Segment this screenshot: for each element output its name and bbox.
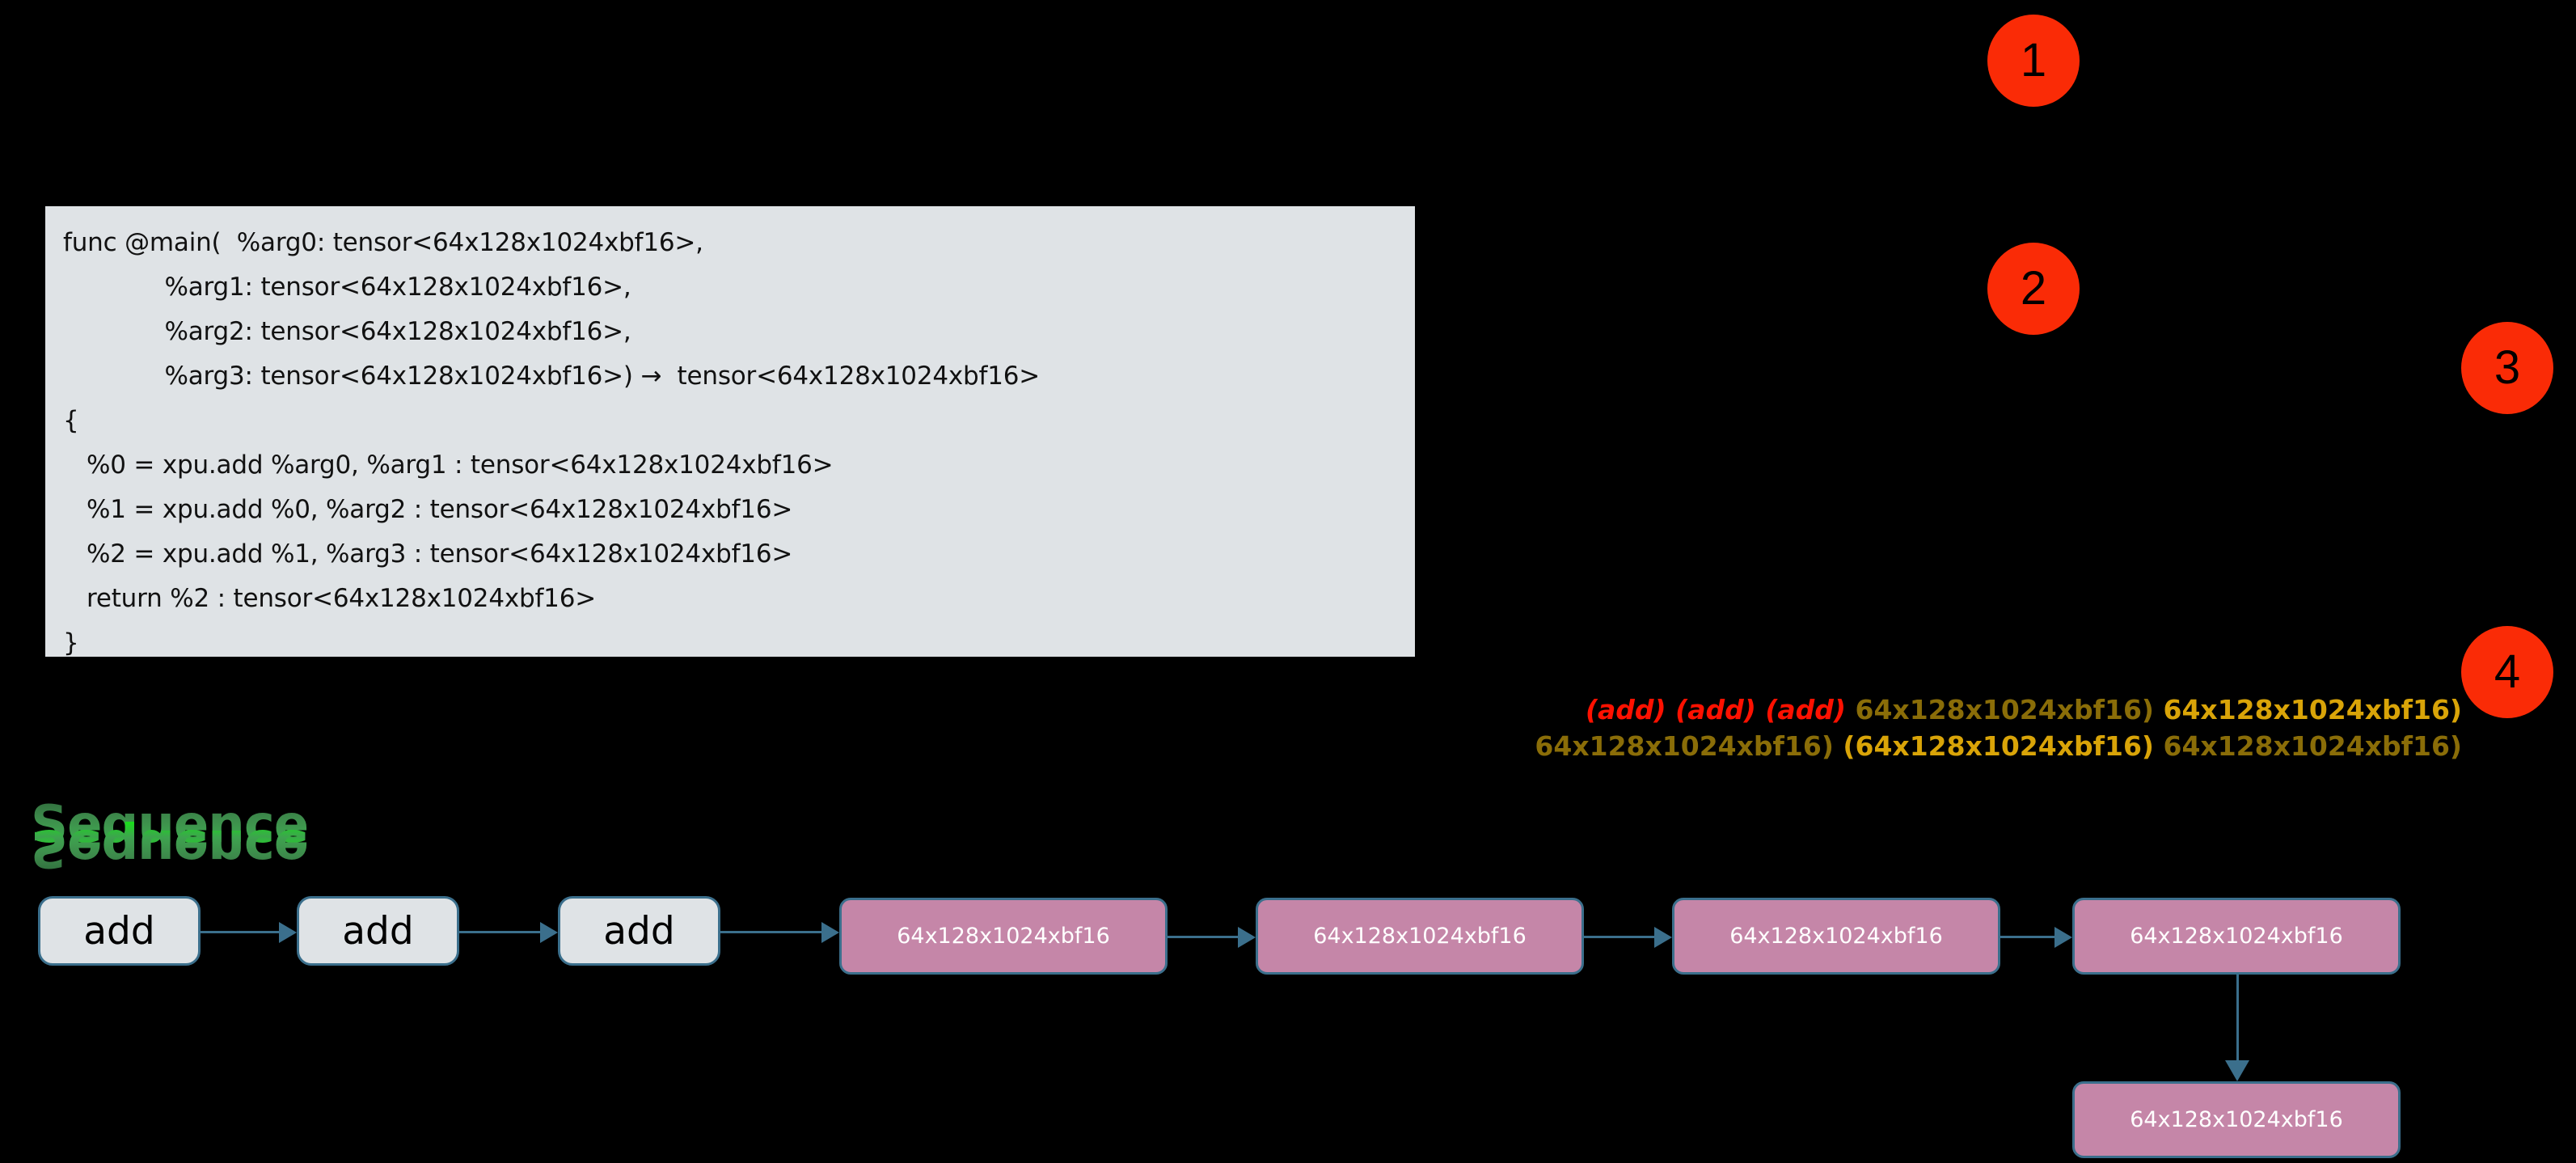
step-marker-4[interactable]: 4 (2461, 626, 2553, 718)
graph-node-tensor[interactable]: 64x128x1024xbf16 (839, 898, 1168, 975)
step-marker-2[interactable]: 2 (1987, 243, 2080, 335)
graph-edge (1584, 936, 1654, 938)
graph-node-tensor[interactable]: 64x128x1024xbf16 (1256, 898, 1584, 975)
annotation-token: 64x128x1024xbf16) (2163, 730, 2463, 762)
graph-edge (1168, 936, 1238, 938)
graph-node-op[interactable]: add (297, 896, 459, 966)
graph-arrowhead (2054, 927, 2072, 948)
sequence-heading-text: Sequence (31, 799, 309, 851)
annotation-token: (add) (1675, 694, 1756, 725)
graph-edge (2000, 936, 2054, 938)
graph-node-tensor[interactable]: 64x128x1024xbf16 (1672, 898, 2000, 975)
sequence-heading-reflection: Sequence (31, 818, 309, 878)
graph-node-tensor[interactable]: 64x128x1024xbf16 (2072, 898, 2401, 975)
graph-edge (2236, 975, 2239, 1060)
annotation-token: (add) (1585, 694, 1666, 725)
graph-edge (201, 931, 279, 933)
annotation-token: 64x128x1024xbf16) (1855, 694, 2155, 725)
graph-node-op[interactable]: add (558, 896, 720, 966)
annotation-token: 64x128x1024xbf16) (1535, 730, 1834, 762)
step-marker-3[interactable]: 3 (2461, 322, 2553, 414)
annotation-token: (64x128x1024xbf16) (1843, 730, 2154, 762)
sequence-heading: Sequence Sequence (31, 799, 378, 890)
graph-arrowhead (2225, 1060, 2249, 1081)
graph-node-tensor[interactable]: 64x128x1024xbf16 (2072, 1081, 2401, 1158)
step-marker-1[interactable]: 1 (1987, 15, 2080, 107)
mlir-code-text: func @main( %arg0: tensor<64x128x1024xbf… (63, 228, 1041, 658)
mlir-code-panel: func @main( %arg0: tensor<64x128x1024xbf… (45, 206, 1415, 658)
annotation-token: (add) (1765, 694, 1846, 725)
annotation-token: 64x128x1024xbf16) (2163, 694, 2463, 725)
graph-node-op[interactable]: add (38, 896, 201, 966)
token-annotation: (add) (add) (add) 64x128x1024xbf16) 64x1… (1524, 691, 2462, 764)
graph-arrowhead (1654, 927, 1672, 948)
graph-edge (459, 931, 540, 933)
graph-arrowhead (1238, 927, 1256, 948)
graph-edge (720, 931, 821, 933)
graph-arrowhead (540, 922, 558, 943)
graph-arrowhead (821, 922, 839, 943)
graph-arrowhead (279, 922, 297, 943)
